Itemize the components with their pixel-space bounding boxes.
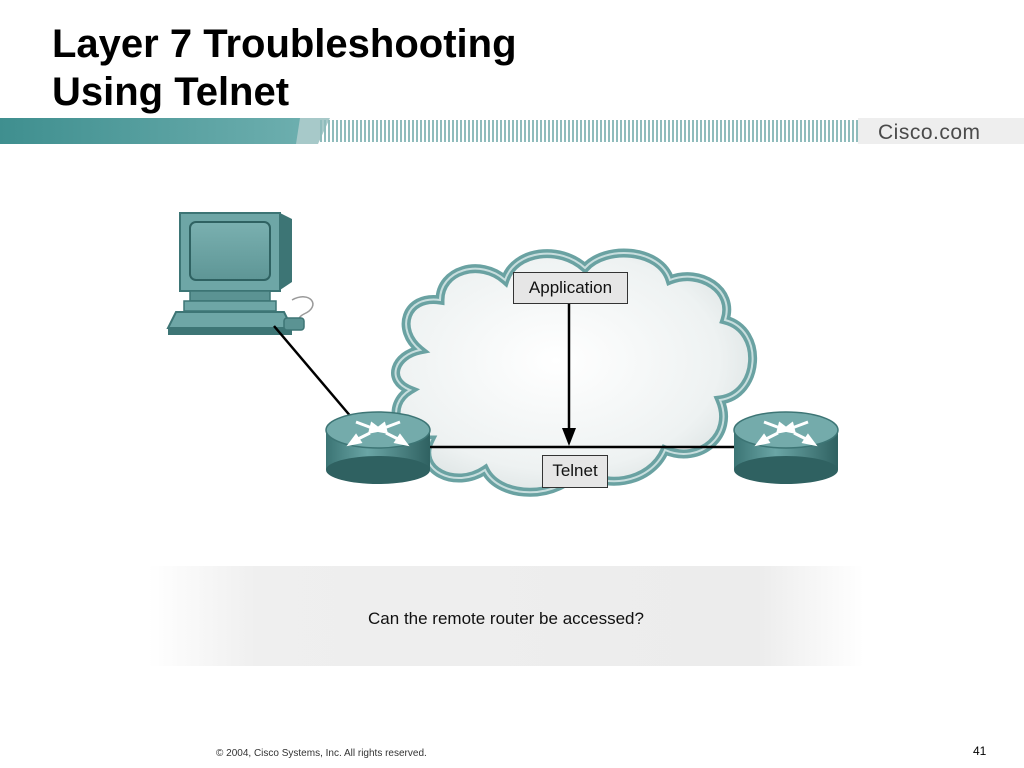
pc-router-link <box>273 325 353 419</box>
application-to-telnet-arrow <box>562 304 576 446</box>
page-number: 41 <box>973 744 987 758</box>
cisco-logo-text: Cisco.com <box>878 121 981 144</box>
pc-workstation-icon <box>166 212 314 335</box>
caption-question: Can the remote router be accessed? <box>368 609 644 628</box>
caption-bar: Can the remote router be accessed? <box>148 566 864 666</box>
title-line-1: Layer 7 Troubleshooting <box>52 22 517 66</box>
telnet-label: Telnet <box>542 455 608 488</box>
title-line-2: Using Telnet <box>52 70 290 114</box>
network-diagram <box>166 212 839 497</box>
application-label: Application <box>513 272 628 304</box>
title-banner <box>0 118 1024 144</box>
local-router-icon <box>325 411 431 484</box>
copyright-footer: © 2004, Cisco Systems, Inc. All rights r… <box>216 748 427 759</box>
remote-router-icon <box>733 411 839 484</box>
page-title: Layer 7 Troubleshooting Using Telnet <box>52 20 517 116</box>
